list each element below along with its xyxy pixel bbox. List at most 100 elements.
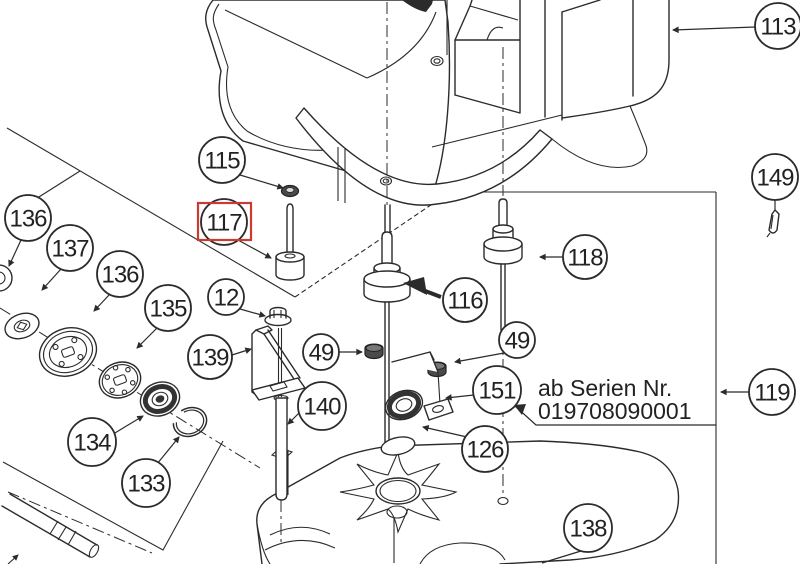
transmission-housing xyxy=(256,440,680,564)
leader-line-126 xyxy=(422,425,468,438)
leader-line-49 xyxy=(454,352,505,365)
callout-number-49: 49 xyxy=(505,328,530,355)
callout-number-136: 136 xyxy=(101,262,139,289)
callout-149[interactable]: 149 xyxy=(751,153,799,211)
callout-circle-151[interactable] xyxy=(472,365,522,415)
callout-12[interactable]: 12 xyxy=(207,278,266,318)
part-snap-ring-133 xyxy=(172,406,208,438)
callout-circle-117[interactable] xyxy=(200,198,248,246)
highlight-box xyxy=(196,201,253,242)
starter-arrow-glyph xyxy=(402,0,433,12)
callout-136[interactable]: 136 xyxy=(4,194,52,267)
callout-number-136: 136 xyxy=(9,206,47,233)
callout-number-116: 116 xyxy=(447,288,483,315)
part-bracket-139 xyxy=(251,325,306,401)
part-washer-136-left xyxy=(0,264,13,292)
part-pulley-disc-136 xyxy=(38,327,98,377)
callout-number-151: 151 xyxy=(478,378,516,405)
part-oval-washer-137 xyxy=(4,312,40,340)
callout-circle-49[interactable] xyxy=(302,333,340,371)
callout-117[interactable]: 117 xyxy=(196,198,272,259)
callout-circle-140[interactable] xyxy=(297,381,347,431)
leader-line-134 xyxy=(109,415,144,437)
callout-number-135: 135 xyxy=(149,296,187,323)
part-pulley-116 xyxy=(363,204,411,445)
callout-circle-119[interactable] xyxy=(748,368,796,416)
leader-line-136 xyxy=(93,293,111,312)
callout-number-49: 49 xyxy=(309,340,334,367)
callout-number-140: 140 xyxy=(303,394,341,421)
part-seal-126 xyxy=(380,436,416,456)
callout-139[interactable]: 139 xyxy=(187,334,252,380)
callout-137[interactable]: 137 xyxy=(41,224,94,291)
callout-number-149: 149 xyxy=(756,165,794,192)
callout-circle-126[interactable] xyxy=(461,425,509,473)
callout-circle-116[interactable] xyxy=(442,277,488,323)
leader-line-117 xyxy=(237,239,272,259)
callout-number-118: 118 xyxy=(567,245,603,272)
callout-138[interactable]: 138 xyxy=(541,503,613,564)
callout-133[interactable]: 133 xyxy=(121,436,180,508)
callout-number-139: 139 xyxy=(191,345,229,372)
part-flange-disc-135 xyxy=(98,361,142,399)
callout-circle-134[interactable] xyxy=(67,417,117,467)
callout-number-119: 119 xyxy=(754,380,790,407)
callout-140[interactable]: 140 xyxy=(287,381,347,431)
part-pulley-118 xyxy=(483,198,523,331)
callout-136[interactable]: 136 xyxy=(93,250,144,312)
callout-circle-118[interactable] xyxy=(562,234,608,280)
part-bearing-134 xyxy=(139,381,181,417)
serial-number: 019708090001 xyxy=(538,398,692,424)
callout-number-115: 115 xyxy=(204,148,240,175)
callout-number-138: 138 xyxy=(569,516,607,543)
callout-circle-139[interactable] xyxy=(187,334,233,380)
callout-135[interactable]: 135 xyxy=(136,284,192,349)
callout-134[interactable]: 134 xyxy=(67,415,144,467)
serial-label: ab Serien Nr. xyxy=(538,375,672,401)
callout-49[interactable]: 49 xyxy=(454,321,536,365)
axle-shaft xyxy=(1,493,100,564)
part-key-149 xyxy=(766,209,780,238)
callout-number-126: 126 xyxy=(466,437,504,464)
part-bolt-spacer-117 xyxy=(275,203,305,281)
leader-line-115 xyxy=(239,174,284,190)
leader-line-151 xyxy=(445,394,475,401)
part-nut-49-left xyxy=(364,343,384,360)
callout-circle-115[interactable] xyxy=(198,136,246,184)
callout-151[interactable]: 151 xyxy=(445,365,522,415)
callout-118[interactable]: 118 xyxy=(539,234,608,280)
callout-119[interactable]: 119 xyxy=(720,368,796,416)
leader-line-136 xyxy=(8,239,22,267)
callout-circle-133[interactable] xyxy=(121,458,171,508)
callout-116[interactable]: 116 xyxy=(442,277,488,323)
callout-circle-149[interactable] xyxy=(751,153,799,201)
callout-115[interactable]: 115 xyxy=(198,136,284,190)
callout-circle-136[interactable] xyxy=(96,250,144,298)
callout-113[interactable]: 113 xyxy=(672,2,800,50)
callout-number-133: 133 xyxy=(127,471,165,498)
part-bearing-flange-151 xyxy=(384,351,454,421)
centerlines xyxy=(0,2,504,554)
arrow-116 xyxy=(403,277,442,299)
serial-annotation: ab Serien Nr. 019708090001 xyxy=(514,375,716,426)
callout-circle-113[interactable] xyxy=(754,2,800,50)
leader-line-139 xyxy=(231,347,252,356)
callout-number-137: 137 xyxy=(51,236,89,263)
callout-circle-135[interactable] xyxy=(144,284,192,332)
callout-circle-136[interactable] xyxy=(4,194,52,242)
callout-circle-137[interactable] xyxy=(46,224,94,272)
callout-circle-12[interactable] xyxy=(207,278,245,316)
callout-number-12: 12 xyxy=(214,285,239,312)
callout-126[interactable]: 126 xyxy=(422,425,509,473)
callout-number-117: 117 xyxy=(206,210,242,237)
callout-49[interactable]: 49 xyxy=(302,333,363,371)
callout-circle-138[interactable] xyxy=(563,503,613,553)
leader-line-137 xyxy=(41,268,62,291)
callout-number-134: 134 xyxy=(73,430,111,457)
leader-line-135 xyxy=(136,327,158,349)
part-bolt-140 xyxy=(273,394,289,501)
boundary-lines xyxy=(2,127,717,564)
callout-circle-49[interactable] xyxy=(498,321,536,359)
